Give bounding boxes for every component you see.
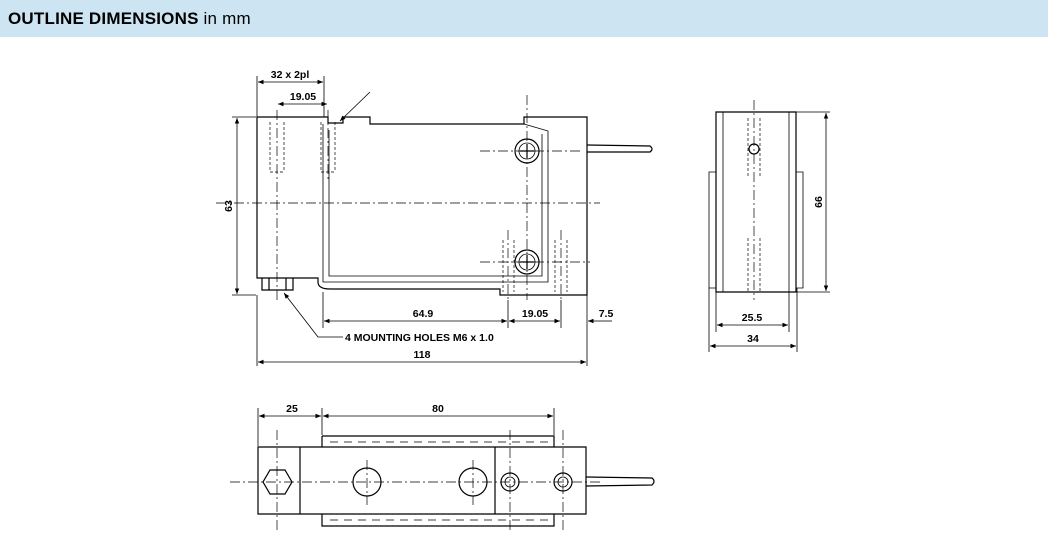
top-cable — [585, 476, 655, 487]
section-title-bold: OUTLINE DIMENSIONS — [8, 8, 199, 28]
top-view: 25 80 — [230, 403, 655, 530]
section-header: OUTLINE DIMENSIONS in mm — [0, 0, 1048, 37]
dim-19-05-top: 19.05 — [290, 91, 316, 103]
section-title: OUTLINE DIMENSIONS in mm — [8, 9, 251, 29]
top-rail-upper — [321, 435, 555, 447]
dim-32x2pl: 32 x 2pl — [271, 69, 310, 81]
front-cable — [586, 144, 653, 153]
front-hidden-hole-3 — [502, 240, 515, 292]
dim-80: 80 — [432, 403, 444, 415]
side-view: 66 25.5 34 — [708, 100, 830, 352]
dim-66: 66 — [813, 196, 825, 208]
side-body-outline — [715, 111, 797, 293]
mounting-holes-note: 4 MOUNTING HOLES M6 x 1.0 — [345, 332, 494, 344]
dim-64-9: 64.9 — [413, 308, 434, 320]
dim-34: 34 — [747, 333, 759, 345]
top-body-outline — [257, 446, 587, 515]
dim-7-5: 7.5 — [599, 308, 614, 320]
front-mounting-nut — [261, 278, 294, 291]
front-inner-channel — [322, 123, 549, 283]
dim-25-5: 25.5 — [742, 312, 763, 324]
front-hidden-hole-4 — [554, 240, 568, 292]
dim-25: 25 — [286, 403, 298, 415]
dim-118: 118 — [414, 349, 431, 361]
front-body-outline — [256, 116, 588, 296]
dim-63: 63 — [223, 200, 235, 212]
dim-19-05-bottom: 19.05 — [522, 308, 548, 320]
front-view: 32 x 2pl 19.05 63 64.9 19.05 7.5 4 MOUNT… — [216, 69, 653, 366]
top-rail-lower — [321, 514, 555, 527]
section-title-unit: in mm — [203, 8, 251, 28]
